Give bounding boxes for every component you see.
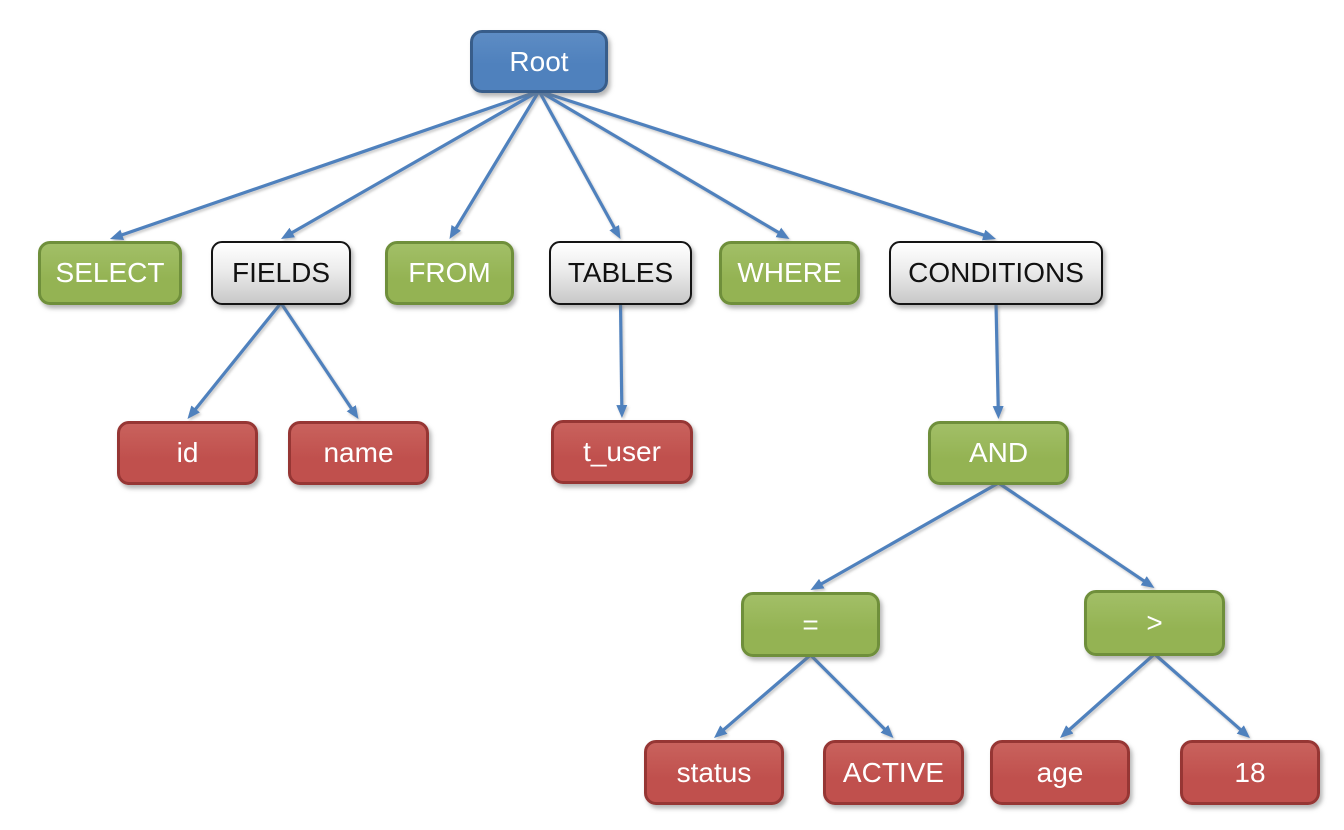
tree-node-select: SELECT (38, 241, 182, 305)
tree-node-age: age (990, 740, 1130, 805)
edge-root-from (449, 90, 541, 239)
tree-node-eq: = (741, 592, 880, 657)
edge-eq-status (714, 653, 812, 739)
tree-node-fields: FIELDS (211, 241, 351, 305)
edge-root-select (109, 89, 540, 240)
edge-gt-age (1060, 652, 1156, 738)
edges-group (109, 89, 1251, 739)
edge-and-gt (997, 481, 1155, 589)
tree-node-id: id (117, 421, 258, 485)
edge-fields-id (187, 301, 283, 420)
tree-node-from: FROM (385, 241, 514, 305)
tree-node-t_user: t_user (551, 420, 693, 484)
tree-node-conditions: CONDITIONS (889, 241, 1103, 305)
tree-node-18: 18 (1180, 740, 1320, 805)
edge-eq-active (809, 653, 894, 738)
tree-node-where: WHERE (719, 241, 860, 305)
edge-tables-t_user (616, 302, 628, 418)
edge-fields-name (279, 302, 359, 419)
edge-root-where (538, 89, 790, 240)
tree-node-name: name (288, 421, 429, 485)
tree-node-gt: > (1084, 590, 1225, 656)
tree-node-root: Root (470, 30, 608, 93)
edge-root-tables (537, 90, 621, 240)
tree-node-active: ACTIVE (823, 740, 964, 805)
tree-node-status: status (644, 740, 784, 805)
tree-node-tables: TABLES (549, 241, 692, 305)
edge-and-eq (810, 481, 1000, 591)
edge-gt-18 (1153, 652, 1251, 739)
edge-root-fields (280, 89, 540, 239)
edge-root-conditions (538, 89, 997, 241)
tree-node-and: AND (928, 421, 1069, 485)
edge-conditions-and (992, 302, 1004, 419)
